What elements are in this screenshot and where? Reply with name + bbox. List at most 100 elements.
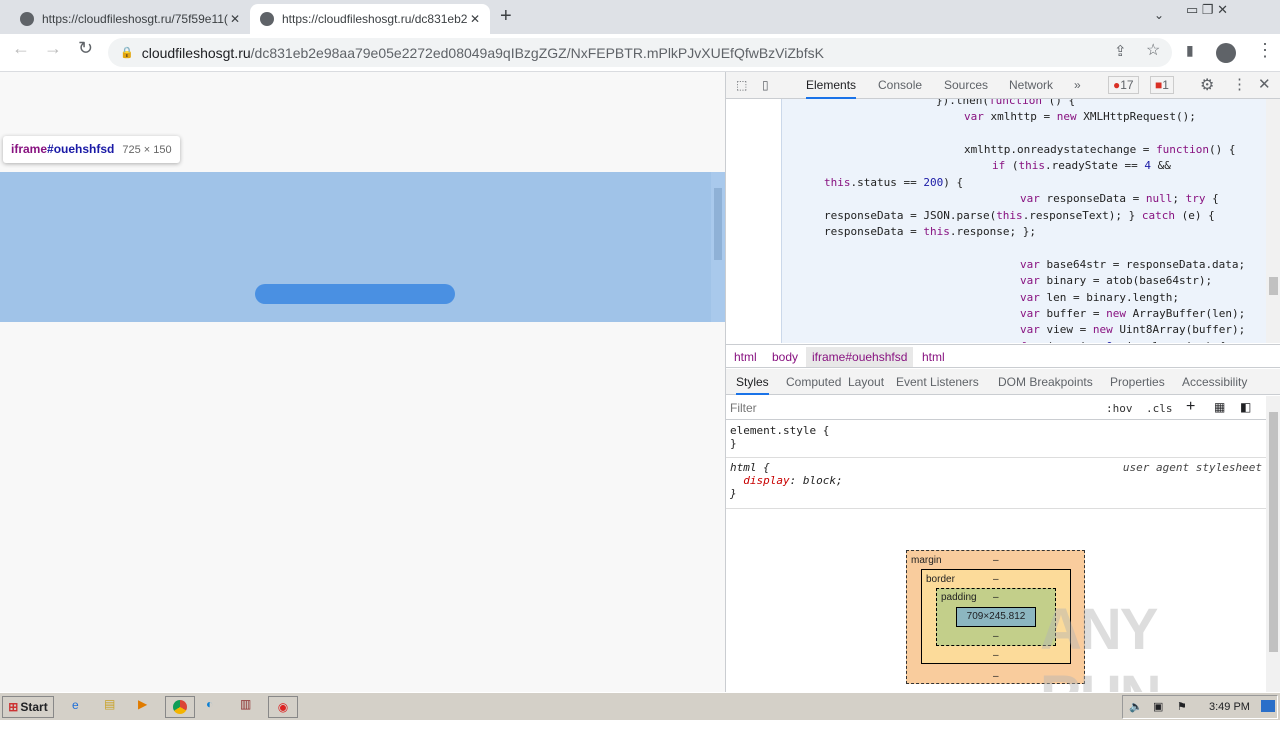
styles-tab-layout[interactable]: Layout: [848, 375, 885, 389]
box-model-content: 709×245.812: [956, 607, 1036, 627]
paint-icon[interactable]: ▦: [1214, 400, 1226, 414]
tab-console[interactable]: Console: [878, 78, 923, 92]
media-player-icon[interactable]: ▶: [138, 697, 148, 711]
address-bar[interactable]: 🔒 cloudfileshosgt.ru/dc831eb2e98aa79e05e…: [108, 38, 1172, 67]
bookmark-star-icon[interactable]: ☆: [1146, 42, 1161, 59]
code-line: xmlhttp.onreadystatechange = function() …: [964, 143, 1236, 156]
code-line: var base64str = responseData.data;: [1020, 258, 1246, 271]
hover-state-toggle[interactable]: :hov: [1106, 402, 1133, 415]
edge-icon[interactable]: ◐: [206, 697, 214, 711]
styles-tabs: Styles Computed Layout Event Listeners DOM B…: [726, 369, 1280, 395]
filter-input[interactable]: [730, 398, 1098, 417]
styles-filter-bar: :hov .cls + ▦ ◧: [726, 396, 1266, 420]
profile-avatar[interactable]: [1216, 43, 1236, 63]
globe-icon: [260, 12, 274, 26]
menu-icon[interactable]: ⋮: [1256, 40, 1274, 60]
styles-scrollbar[interactable]: [1266, 396, 1280, 692]
styles-tab-computed[interactable]: Computed: [786, 375, 842, 389]
code-line: for (var i = 0; i < len; i++) {: [1020, 340, 1225, 343]
back-icon[interactable]: ←: [12, 38, 30, 58]
loading-bar: [255, 284, 455, 304]
red-circle-icon: ◉: [277, 700, 289, 714]
breadcrumb: html body iframe#ouehshfsd html: [726, 344, 1280, 368]
styles-tab-dom-breakpoints[interactable]: DOM Breakpoints: [998, 375, 1093, 389]
tab-sources[interactable]: Sources: [944, 78, 989, 92]
styles-tab-properties[interactable]: Properties: [1110, 375, 1165, 389]
close-tab-icon[interactable]: ✕: [229, 12, 240, 26]
share-icon[interactable]: ⇪: [1114, 43, 1127, 60]
code-line: var responseData = null; try {: [1020, 192, 1219, 205]
app-taskbar-button[interactable]: ◉: [268, 696, 298, 718]
tab-search-icon[interactable]: ⌄: [1154, 8, 1165, 22]
issues-badge[interactable]: ■1: [1150, 76, 1174, 94]
error-count-badge[interactable]: ●17: [1108, 76, 1139, 94]
reload-icon[interactable]: ↻: [78, 38, 94, 58]
start-button[interactable]: ⊞Start: [2, 696, 54, 718]
toolbar: ← → ↻ 🔒 cloudfileshosgt.ru/dc831eb2e98aa…: [0, 34, 1280, 72]
ie-icon[interactable]: e: [72, 698, 79, 712]
browser-tab[interactable]: https://cloudfileshosgt.ru/75f59e11(✕: [10, 4, 250, 34]
globe-icon: [20, 12, 34, 26]
chrome-icon: [173, 700, 187, 714]
html-ua-rule: html { display: block; }: [730, 461, 843, 500]
page-viewport: [0, 72, 725, 692]
browser-tab-active[interactable]: https://cloudfileshosgt.ru/dc831eb2✕: [250, 4, 490, 34]
rule-source: user agent stylesheet: [1122, 461, 1262, 474]
new-style-rule-icon[interactable]: +: [1186, 398, 1196, 415]
code-line: var binary = atob(base64str);: [1020, 274, 1213, 287]
inspect-element-icon[interactable]: ⬚: [736, 78, 748, 92]
volume-icon[interactable]: 🔈: [1129, 701, 1143, 713]
elements-source-view[interactable]: }).then(function () { var xmlhttp = new X…: [726, 99, 1266, 343]
tab-strip: https://cloudfileshosgt.ru/75f59e11(✕ ht…: [0, 0, 1280, 34]
code-line: responseData = JSON.parse(this.responseT…: [824, 209, 1215, 222]
styles-tab-accessibility[interactable]: Accessibility: [1182, 375, 1248, 389]
code-line: this.status == 200) {: [824, 176, 964, 189]
settings-gear-icon[interactable]: ⚙: [1200, 77, 1215, 94]
lock-icon: 🔒: [120, 47, 134, 59]
box-model-margin: margin – – border – – padding – – 709×24…: [906, 550, 1085, 684]
code-scrollbar[interactable]: [1266, 99, 1280, 343]
chrome-taskbar-button[interactable]: [165, 696, 195, 718]
system-tray: 🔈 ▣ ⚑ 3:49 PM: [1122, 695, 1278, 719]
breadcrumb-html-inner[interactable]: html: [922, 350, 945, 364]
code-line: var len = binary.length;: [1020, 291, 1179, 304]
clock: 3:49 PM: [1209, 701, 1250, 713]
more-tabs-icon[interactable]: »: [1074, 78, 1081, 92]
code-line: var xmlhttp = new XMLHttpRequest();: [964, 110, 1196, 123]
code-line: var buffer = new ArrayBuffer(len);: [1020, 307, 1246, 320]
flag-icon[interactable]: ⚑: [1177, 701, 1187, 713]
devtools-panel: ⬚ ▯ Elements Console Sources Network » ●…: [725, 72, 1280, 692]
tab-network[interactable]: Network: [1009, 78, 1054, 92]
breadcrumb-body[interactable]: body: [772, 350, 799, 364]
windows-logo-icon: ⊞: [8, 700, 19, 714]
box-model-border: border – – padding – – 709×245.812: [921, 569, 1071, 664]
show-desktop-icon[interactable]: [1261, 700, 1275, 712]
element-style-rule: element.style { }: [730, 424, 830, 450]
network-icon[interactable]: ▣: [1153, 701, 1164, 713]
styles-tab-styles[interactable]: Styles: [736, 375, 769, 395]
tab-elements[interactable]: Elements: [806, 78, 857, 99]
window-controls[interactable]: ▭ ❐ ✕: [1186, 2, 1229, 17]
styles-tab-event-listeners[interactable]: Event Listeners: [896, 375, 979, 389]
forward-icon[interactable]: →: [44, 38, 62, 58]
iframe-scrollbar[interactable]: [711, 172, 725, 322]
more-options-icon[interactable]: ⋮: [1232, 76, 1247, 93]
new-tab-button[interactable]: +: [500, 5, 512, 27]
code-line: }).then(function () {: [936, 99, 1076, 107]
class-toggle[interactable]: .cls: [1146, 402, 1173, 415]
box-model-padding: padding – – 709×245.812: [936, 588, 1056, 646]
devtools-tabs: ⬚ ▯ Elements Console Sources Network » ●…: [726, 72, 1280, 99]
code-line: if (this.readyState == 4 &&: [992, 159, 1171, 172]
toggle-sidebar-icon[interactable]: ◧: [1240, 400, 1252, 414]
side-panel-icon[interactable]: ▮: [1186, 42, 1194, 58]
device-toolbar-icon[interactable]: ▯: [762, 78, 769, 92]
breadcrumb-html[interactable]: html: [734, 350, 757, 364]
taskbar: ⊞Start e ▤ ▶ ◐ ▥ ◉ 🔈 ▣ ⚑ 3:49 PM: [0, 692, 1280, 720]
breadcrumb-iframe[interactable]: iframe#ouehshfsd: [806, 347, 914, 367]
code-line: var view = new Uint8Array(buffer);: [1020, 323, 1246, 336]
explorer-icon[interactable]: ▤: [104, 697, 116, 711]
close-devtools-icon[interactable]: ✕: [1258, 76, 1271, 93]
close-tab-icon[interactable]: ✕: [469, 12, 480, 26]
winrar-icon[interactable]: ▥: [240, 697, 252, 711]
